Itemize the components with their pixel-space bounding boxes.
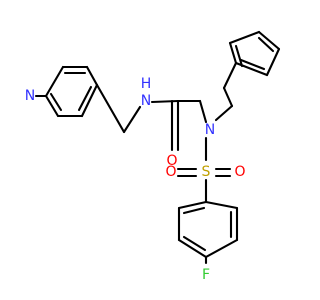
bond	[182, 235, 207, 252]
bond	[182, 206, 206, 215]
bond	[204, 238, 239, 259]
atom-s-sulfonyl: S	[202, 164, 211, 180]
atom-h-amide: H	[141, 76, 152, 92]
bond-layer	[34, 30, 281, 265]
bond	[204, 200, 239, 210]
atom-n-amide: N	[141, 93, 151, 109]
bond	[77, 85, 93, 112]
bond	[239, 58, 266, 71]
bond	[44, 94, 60, 118]
bond	[257, 36, 275, 53]
bond	[257, 30, 281, 51]
bond	[214, 104, 234, 122]
bond	[222, 86, 234, 108]
atom-f-aryl: F	[202, 267, 210, 283]
bond	[122, 105, 142, 134]
bond	[80, 83, 99, 118]
atom-n-sulfonamide: N	[205, 122, 215, 138]
bond	[177, 238, 208, 259]
bond	[95, 83, 126, 134]
bond	[44, 65, 65, 98]
bond	[222, 61, 238, 90]
bond	[177, 200, 208, 210]
bond	[228, 30, 261, 45]
atom-o-sulfonyl-right: O	[234, 164, 245, 180]
bond	[85, 65, 99, 87]
bond	[150, 99, 180, 104]
bond	[228, 41, 238, 65]
atom-o-sulfonyl-left: O	[165, 164, 176, 180]
bond	[265, 47, 281, 77]
bond	[198, 99, 208, 124]
bond	[234, 61, 269, 77]
molecule-structure: N N H O N S O O F	[25, 30, 281, 283]
bond	[49, 92, 63, 112]
bond	[234, 44, 244, 68]
atom-o-carbonyl: O	[166, 153, 177, 169]
atom-label-layer: N N H O N S O O F	[25, 76, 246, 283]
atom-n-pyridine: N	[25, 88, 35, 104]
